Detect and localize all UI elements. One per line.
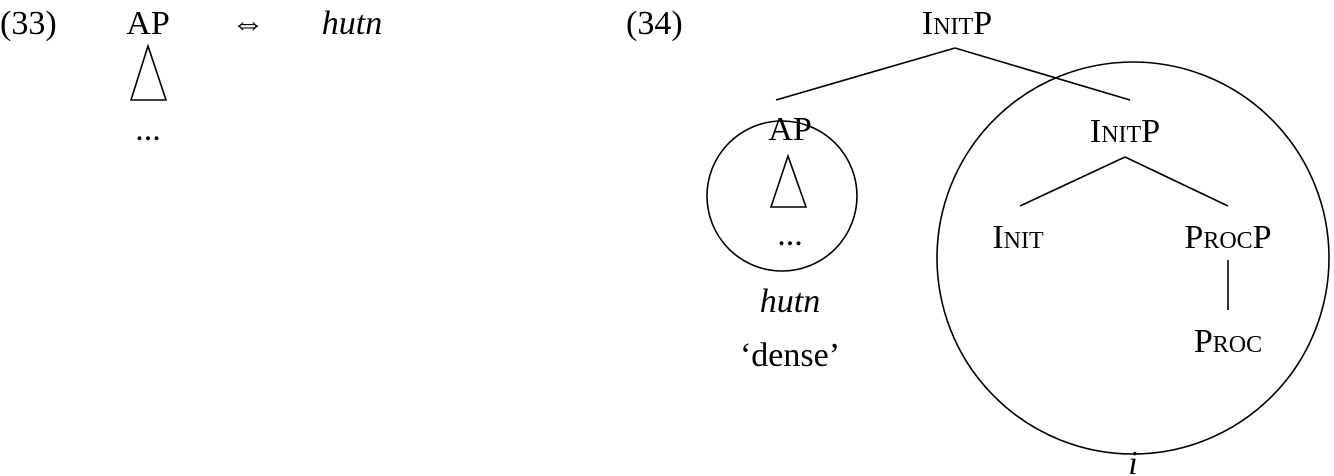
ap-node: AP: [126, 5, 169, 42]
lexical-form: hutn: [760, 283, 820, 320]
ellipsis: ...: [777, 216, 803, 253]
procp-node: ProcP: [1184, 219, 1271, 256]
root-initp-node: InitP: [922, 5, 992, 42]
branch-line: [1124, 156, 1229, 207]
right-spell-out-circle: [936, 61, 1330, 455]
bidirectional-arrow-icon: ⇔: [231, 5, 265, 42]
proc-node: Proc: [1194, 323, 1262, 360]
ellipsis: ...: [135, 111, 161, 148]
example-34: (34) InitP AP ... hutn ‘dense’ InitP Ini…: [626, 5, 1330, 476]
branch-line: [775, 47, 956, 101]
left-spell-out-circle: [706, 120, 858, 272]
circle-label: i: [1128, 445, 1137, 476]
example-33: (33) AP ... ⇔ hutn: [0, 5, 382, 148]
branch-line: [954, 47, 1131, 101]
triangle-icon: [769, 153, 808, 208]
example-number-33: (33): [0, 5, 57, 42]
init-node: Init: [992, 219, 1044, 256]
ap-node: AP: [768, 111, 811, 148]
example-number-34: (34): [626, 5, 683, 42]
branch-line: [1019, 156, 1126, 207]
gloss: ‘dense’: [740, 337, 840, 374]
triangle-icon: [129, 43, 168, 101]
lexical-form: hutn: [322, 5, 382, 42]
initp-node: InitP: [1090, 113, 1160, 150]
